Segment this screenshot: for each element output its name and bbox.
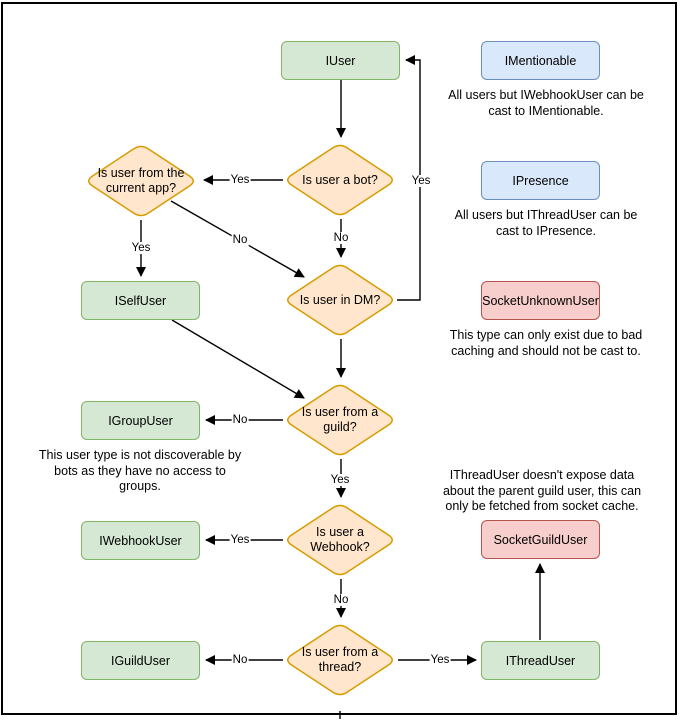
node-igroupuser: IGroupUser xyxy=(81,401,200,440)
diamond-shape xyxy=(287,264,393,336)
note-igroupuser: This user type is not discoverable by bo… xyxy=(38,448,242,493)
edge-label-no: No xyxy=(231,414,249,426)
edge-label-yes: Yes xyxy=(329,474,351,486)
edge-label-yes: Yes xyxy=(229,174,251,186)
edge-label-yes: Yes xyxy=(429,654,451,666)
note-imentionable: All users but IWebhookUser can be cast t… xyxy=(448,88,644,118)
decision-is-user-a-bot: Is user a bot? xyxy=(283,142,397,218)
decision-label: Is user from a thread? xyxy=(301,645,379,674)
node-ipresence: IPresence xyxy=(481,161,600,200)
node-ithreaduser: IThreadUser xyxy=(481,641,600,680)
node-socketunknownuser: SocketUnknownUser xyxy=(481,281,600,320)
diamond-shape xyxy=(88,145,194,217)
edge-label-no: No xyxy=(332,594,350,606)
note-ipresence: All users but IThreadUser can be cast to… xyxy=(454,208,638,238)
decision-from-guild: Is user from a guild? xyxy=(283,382,397,458)
note-ithreaduser: IThreadUser doesn't expose data about th… xyxy=(442,468,642,513)
edge-label-yes: Yes xyxy=(130,242,152,254)
edge-label-no: No xyxy=(332,232,350,244)
decision-label: Is user in DM? xyxy=(299,292,381,307)
edge-label-yes: Yes xyxy=(229,534,251,546)
decision-is-webhook: Is user a Webhook? xyxy=(283,502,397,578)
node-iwebhookuser: IWebhookUser xyxy=(81,521,200,560)
diamond-shape xyxy=(287,384,393,456)
diamond-shape xyxy=(287,504,393,576)
node-iselfuser: ISelfUser xyxy=(81,281,200,320)
decision-from-thread: Is user from a thread? xyxy=(283,622,397,698)
node-iuser: IUser xyxy=(281,41,400,80)
decision-label: Is user from a guild? xyxy=(301,405,379,434)
decision-label: Is user from the current app? xyxy=(97,166,185,195)
node-socketguilduser: SocketGuildUser xyxy=(481,520,600,559)
decision-label: Is user a Webhook? xyxy=(310,525,370,554)
edge-label-no: No xyxy=(231,654,249,666)
decision-is-user-in-dm: Is user in DM? xyxy=(283,262,397,338)
diamond-shape xyxy=(287,624,393,696)
edge-label-no: No xyxy=(231,234,249,246)
decision-label: Is user a bot? xyxy=(302,172,378,187)
note-socketunknown: This type can only exist due to bad cach… xyxy=(449,328,643,358)
node-imentionable: IMentionable xyxy=(481,41,600,80)
edge-label-yes: Yes xyxy=(410,175,432,187)
diamond-shape xyxy=(287,144,393,216)
node-iguilduser: IGuildUser xyxy=(81,641,200,680)
decision-from-current-app: Is user from the current app? xyxy=(84,143,198,219)
